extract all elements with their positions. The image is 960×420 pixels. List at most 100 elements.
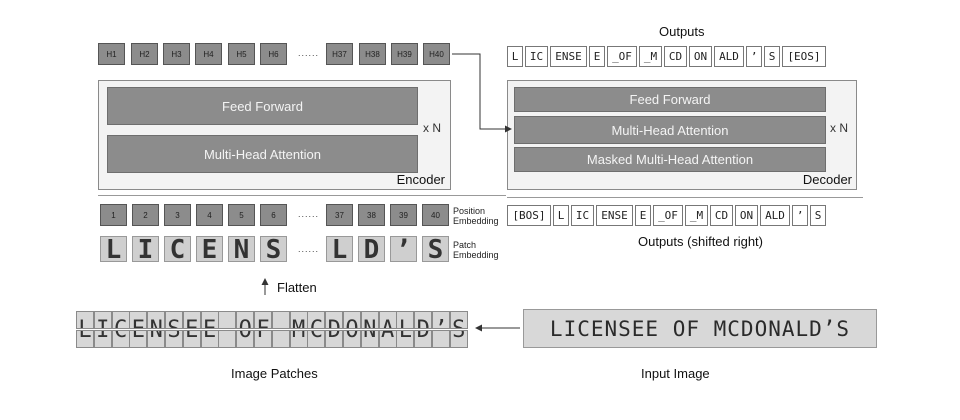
decoder-block: Feed Forward Multi-Head Attention Masked… <box>507 80 857 190</box>
outputs-title: Outputs <box>659 24 705 39</box>
image-patch-cell: C <box>307 311 326 329</box>
patch-tile: L <box>100 236 127 262</box>
image-patch-cell <box>218 330 237 348</box>
image-patch-cell: D <box>325 311 344 329</box>
image-patch-cell: O <box>236 330 255 348</box>
token-box: ’ <box>792 205 808 226</box>
image-patch-cell: E <box>129 311 148 329</box>
image-patch-cell: S <box>165 311 183 329</box>
token-box: S <box>764 46 780 67</box>
encoder-block: Feed Forward Multi-Head Attention Encode… <box>98 80 451 190</box>
token-box: L <box>507 46 523 67</box>
token-box: ALD <box>714 46 744 67</box>
encoder-multi-head-attention: Multi-Head Attention <box>107 135 418 173</box>
patch-tile: S <box>260 236 287 262</box>
hidden-state-box: H2 <box>131 43 158 65</box>
image-patch-cell: D <box>414 311 433 329</box>
position-box: 6 <box>260 204 287 226</box>
image-patch-cell: F <box>254 311 272 329</box>
image-patches-strip: LLIICCEENNSSEEEE OOFF MMCCDDOONNAALLDD’’… <box>76 311 468 349</box>
token-box: ’ <box>746 46 762 67</box>
image-patch-cell: E <box>182 311 201 329</box>
token-box: ENSE <box>550 46 587 67</box>
image-patch-cell: I <box>93 311 112 329</box>
image-patch-cell: E <box>129 330 148 348</box>
image-patch-cell: ’ <box>432 330 450 348</box>
position-box: 3 <box>164 204 191 226</box>
encoder-divider <box>98 195 506 196</box>
token-box: _M <box>639 46 662 67</box>
encoder-repeat-label: x N <box>423 121 441 135</box>
flatten-label: Flatten <box>277 280 317 295</box>
patch-tile: E <box>196 236 223 262</box>
token-box: [BOS] <box>507 205 551 226</box>
token-box: E <box>635 205 651 226</box>
image-patch-cell: L <box>76 311 94 329</box>
image-patch-cell: L <box>396 330 415 348</box>
image-patch-cell: O <box>236 311 255 329</box>
token-box: IC <box>571 205 594 226</box>
image-patch-cell: I <box>93 330 112 348</box>
decoder-label: Decoder <box>802 172 852 187</box>
position-box: 1 <box>100 204 127 226</box>
positions-ellipsis: ...... <box>298 209 320 219</box>
decoder-divider <box>507 197 863 198</box>
hidden-state-box: H40 <box>423 43 450 65</box>
image-patch-cell: D <box>325 330 344 348</box>
image-patch-cell <box>218 311 237 329</box>
image-patch-cell: E <box>200 330 219 348</box>
image-patch-cell: N <box>147 311 166 329</box>
image-patch-cell: S <box>165 330 183 348</box>
decoder-feed-forward: Feed Forward <box>514 87 826 112</box>
input-image: LICENSEE OF MCDONALD’S <box>523 309 877 348</box>
hidden-state-box: H1 <box>98 43 125 65</box>
image-patch-cell: A <box>378 311 397 329</box>
hidden-state-box: H5 <box>228 43 255 65</box>
token-box: L <box>553 205 569 226</box>
token-box: ENSE <box>596 205 633 226</box>
hidden-state-box: H37 <box>326 43 353 65</box>
token-box: ALD <box>760 205 790 226</box>
image-patch-cell: O <box>343 311 361 329</box>
image-patch-cell: S <box>449 330 468 348</box>
input-image-caption: Input Image <box>641 366 710 381</box>
decoder-multi-head-attention: Multi-Head Attention <box>514 116 826 144</box>
patch-tile: D <box>358 236 385 262</box>
image-patch-cell: E <box>182 330 201 348</box>
image-patch-cell: D <box>414 330 433 348</box>
position-box: 4 <box>196 204 223 226</box>
patches-ellipsis: ...... <box>298 244 320 254</box>
position-box: 39 <box>390 204 417 226</box>
image-patch-cell: N <box>147 330 166 348</box>
image-patch-cell: C <box>307 330 326 348</box>
token-box: CD <box>710 205 733 226</box>
patch-tile: S <box>422 236 449 262</box>
patch-tile: C <box>164 236 191 262</box>
position-box: 38 <box>358 204 385 226</box>
image-patch-cell: S <box>449 311 468 329</box>
image-patch-cell: C <box>111 311 130 329</box>
position-embedding-label: Position Embedding <box>453 206 499 226</box>
token-box: _M <box>685 205 708 226</box>
hidden-state-box: H3 <box>163 43 190 65</box>
cross-attention-arrow <box>452 53 512 133</box>
image-patch-cell <box>271 311 290 329</box>
encoder-label: Encoder <box>396 172 445 187</box>
patch-embedding-label: Patch Embedding <box>453 240 499 260</box>
decoder-repeat-label: x N <box>830 121 848 135</box>
token-box: IC <box>525 46 548 67</box>
token-box: [EOS] <box>782 46 826 67</box>
position-box: 40 <box>422 204 449 226</box>
image-patch-cell: C <box>111 330 130 348</box>
shifted-outputs-title: Outputs (shifted right) <box>638 234 763 249</box>
encoder-feed-forward: Feed Forward <box>107 87 418 125</box>
patch-tile: I <box>132 236 159 262</box>
position-box: 2 <box>132 204 159 226</box>
image-patch-cell: F <box>254 330 272 348</box>
patch-tile: L <box>326 236 353 262</box>
position-box: 5 <box>228 204 255 226</box>
position-box: 37 <box>326 204 353 226</box>
image-patch-cell: M <box>289 311 308 329</box>
image-patch-cell: M <box>289 330 308 348</box>
